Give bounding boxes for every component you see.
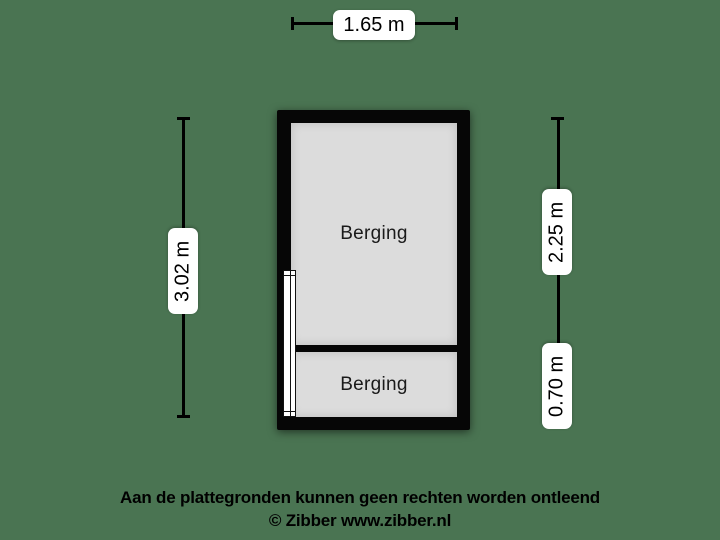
dimension-tick-right-top (551, 117, 564, 120)
dimension-tick-top-right (455, 17, 458, 30)
disclaimer-text: Aan de plattegronden kunnen geen rechten… (120, 488, 600, 507)
dimension-tick-left-top (177, 117, 190, 120)
room-berging-large: Berging (291, 123, 457, 345)
copyright-text: © Zibber www.zibber.nl (268, 511, 452, 530)
window-icon (283, 270, 296, 417)
room-berging-small: Berging (291, 352, 457, 417)
dimension-tick-left-bottom (177, 415, 190, 418)
floorplan: Berging Berging (277, 110, 470, 430)
dimension-label-height-total: 3.02 m (168, 228, 198, 314)
dimension-tick-top-left (291, 17, 294, 30)
window-cap-top (284, 275, 295, 276)
room-label: Berging (340, 223, 408, 244)
window-cap-bottom (284, 411, 295, 412)
dimension-label-height-lower: 0.70 m (542, 343, 572, 429)
room-label: Berging (340, 373, 408, 395)
window-pane-line (289, 271, 291, 416)
dimension-label-height-upper: 2.25 m (542, 189, 572, 275)
dimension-label-width: 1.65 m (333, 10, 415, 40)
